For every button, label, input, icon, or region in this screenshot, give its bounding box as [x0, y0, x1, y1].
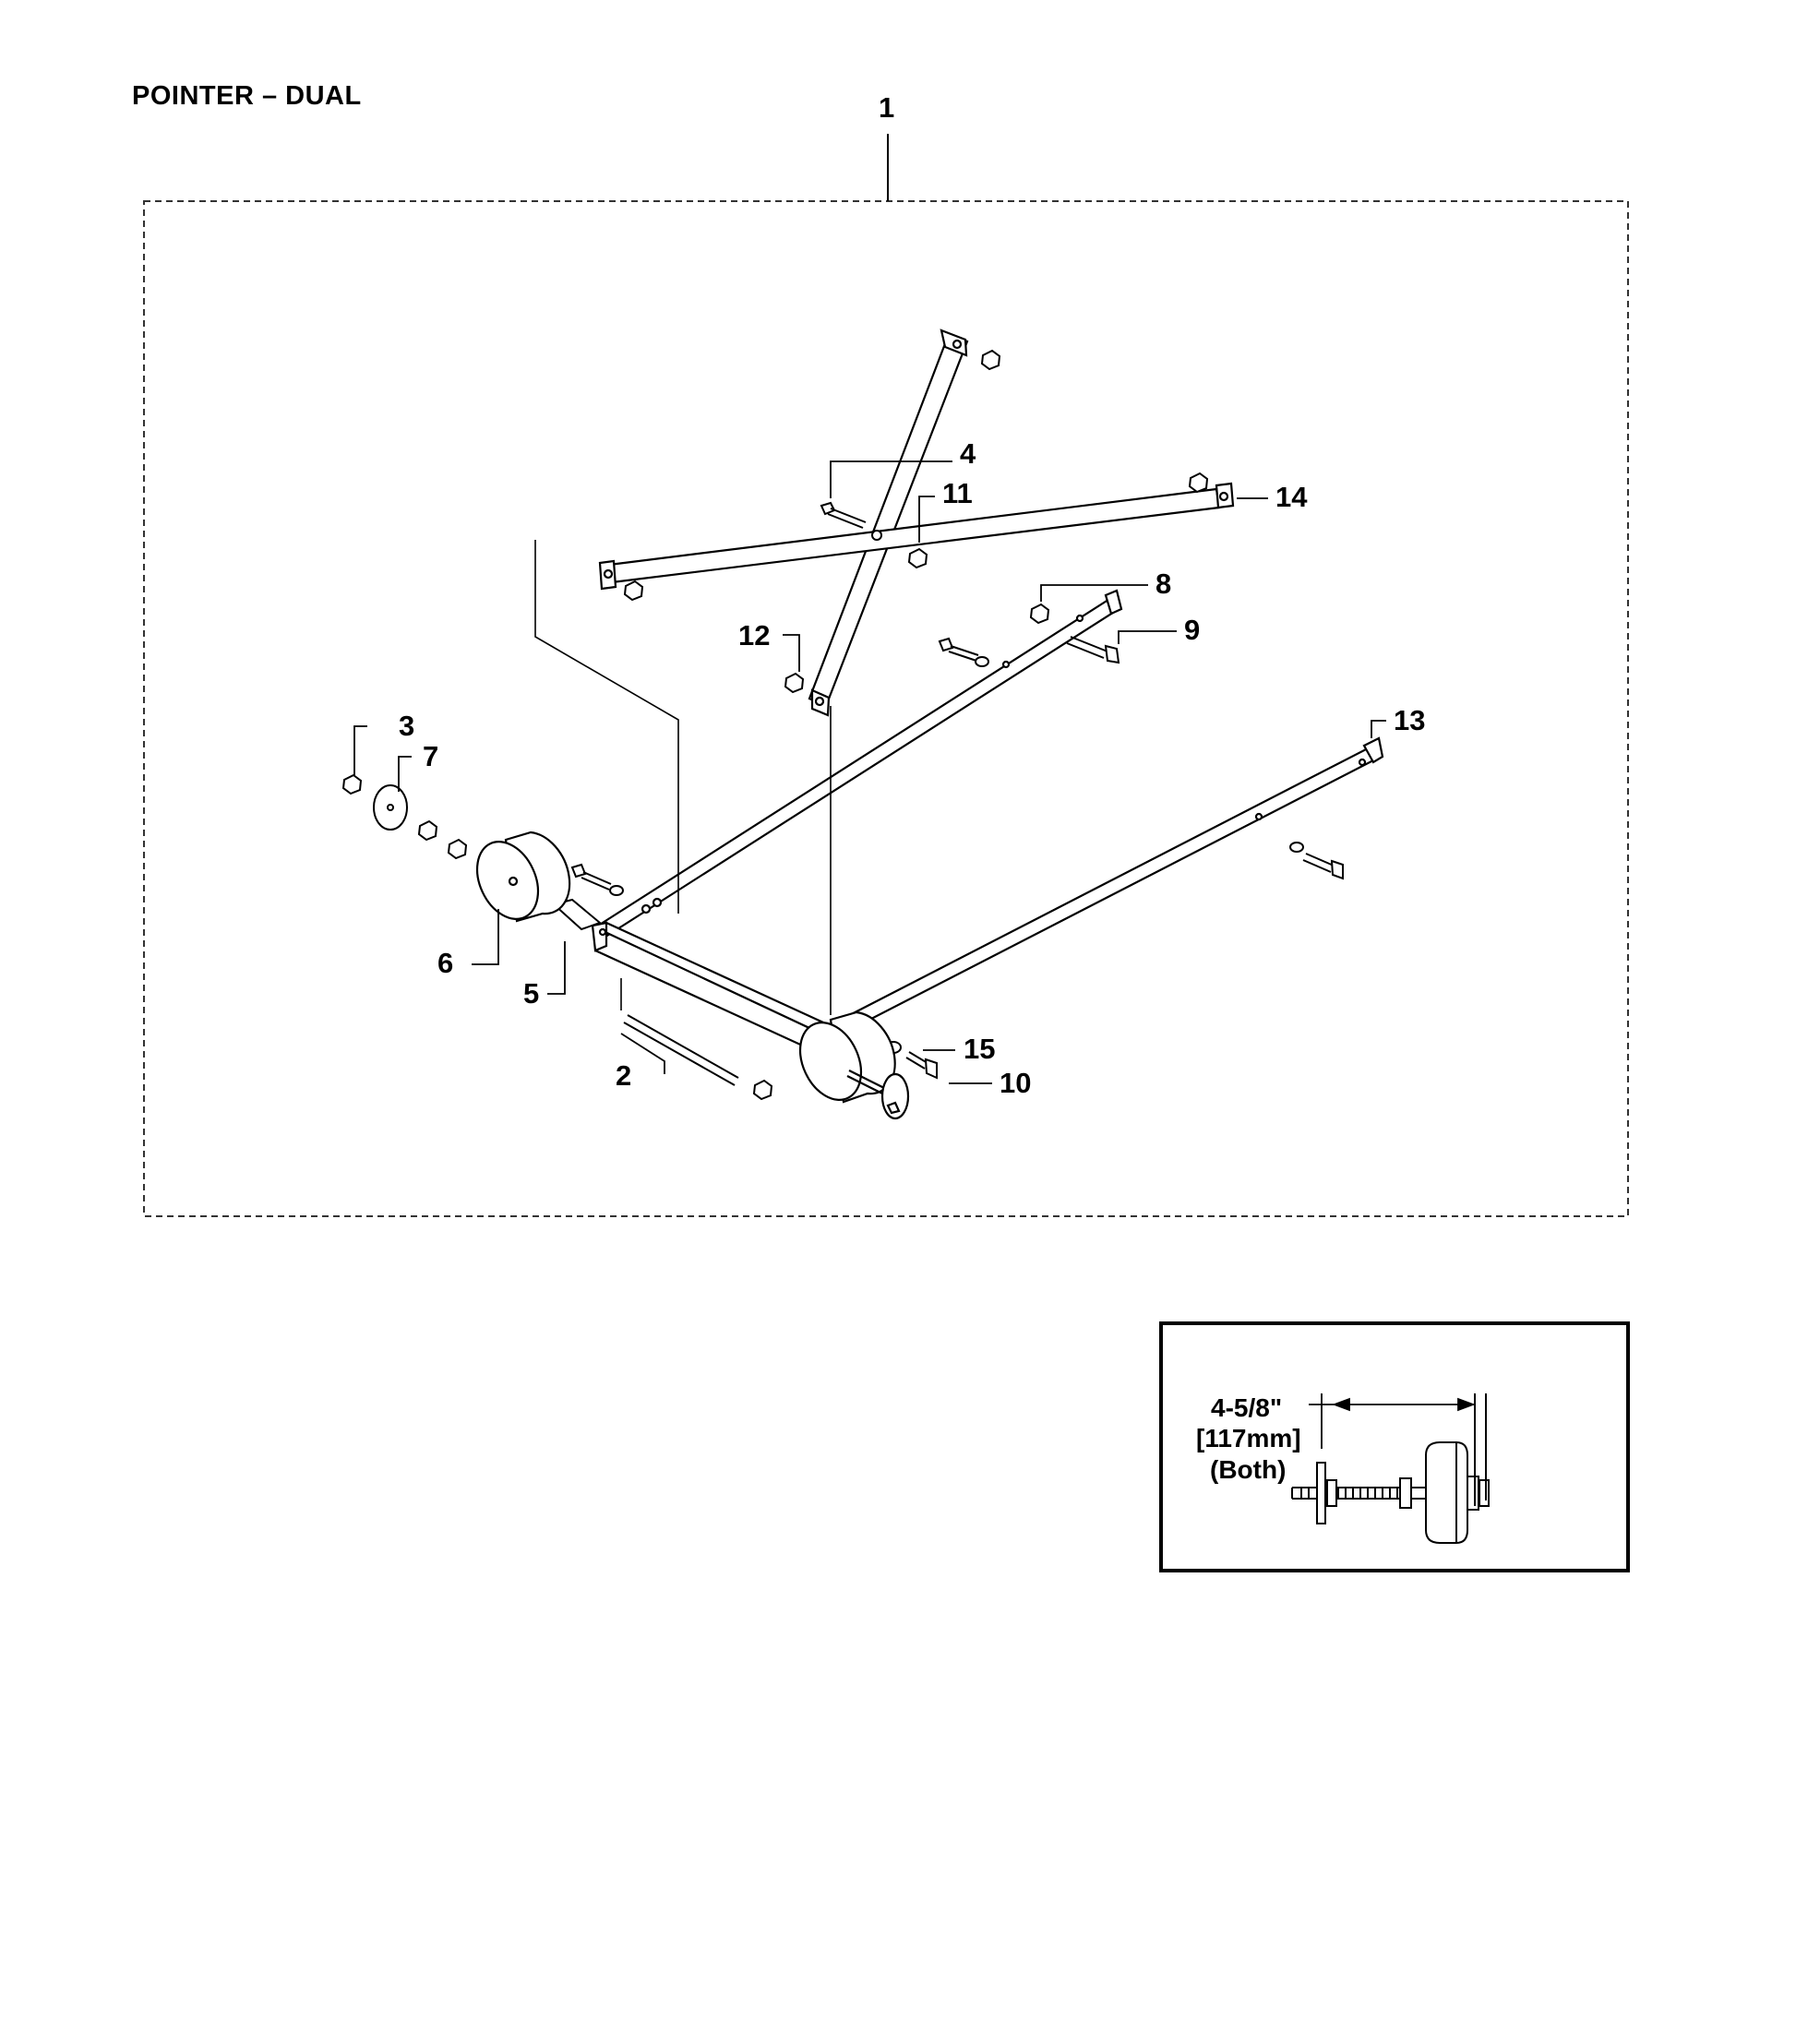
inset-dimension-imperial: 4-5/8" — [1211, 1393, 1282, 1422]
wheel-left — [475, 831, 571, 923]
callout-2: 2 — [616, 1059, 631, 1092]
callout-leaders — [353, 460, 1386, 1084]
callout-1: 1 — [879, 91, 894, 124]
callout-10: 10 — [1000, 1067, 1031, 1099]
callout-6: 6 — [437, 947, 453, 979]
hidden-line-left — [534, 540, 679, 914]
kit-boundary — [143, 200, 1629, 1217]
hardware — [341, 349, 1344, 1101]
callout-4: 4 — [960, 437, 976, 470]
cross-brace-b — [598, 482, 1235, 591]
callout-15: 15 — [964, 1033, 995, 1065]
page-title: POINTER – DUAL — [132, 81, 362, 111]
callout-9: 9 — [1184, 614, 1200, 646]
wheel-right — [798, 1010, 910, 1120]
inset-bracket — [1474, 1393, 1487, 1506]
callout-8: 8 — [1155, 568, 1171, 600]
cross-brace-a — [808, 329, 969, 717]
brace-pivot-hole — [871, 530, 882, 541]
callout-3: 3 — [399, 710, 414, 742]
callout-11: 11 — [942, 477, 973, 509]
callout-5: 5 — [523, 977, 539, 1010]
callout-14: 14 — [1275, 481, 1308, 513]
inset-assembly — [1291, 1441, 1490, 1544]
arm-bar-8 — [593, 589, 1123, 940]
base-frame — [591, 897, 870, 1070]
callout-7: 7 — [423, 740, 438, 772]
arm-bar-13 — [833, 736, 1384, 1035]
callout-13: 13 — [1394, 704, 1425, 736]
inset-dimension-metric: [117mm] — [1196, 1424, 1301, 1452]
callout-12: 12 — [738, 619, 770, 651]
callout-labels: 1 2 3 4 5 6 7 8 9 10 11 12 13 14 15 — [399, 91, 1425, 1099]
inset-frame — [1159, 1321, 1630, 1572]
inset-detail: 4-5/8" [117mm] (Both) — [1159, 1321, 1630, 1572]
inset-note: (Both) — [1210, 1455, 1286, 1484]
